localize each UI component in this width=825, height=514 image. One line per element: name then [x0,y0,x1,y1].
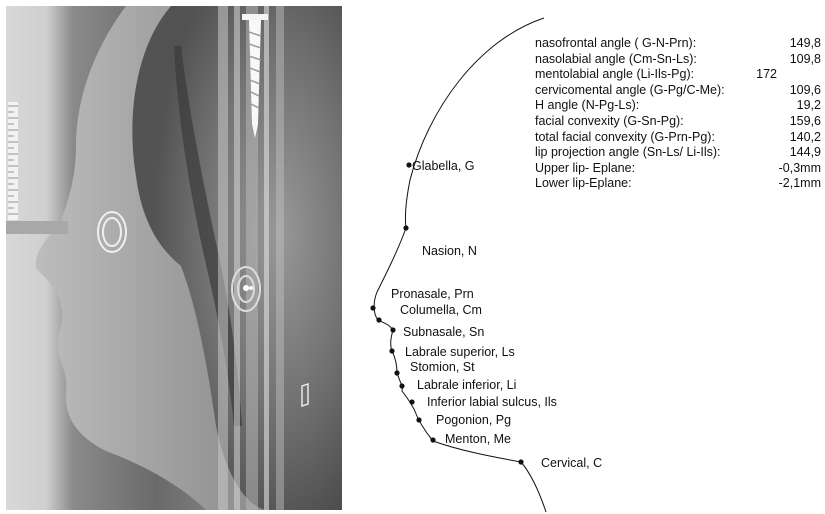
measurement-row: nasofrontal angle ( G-N-Prn): 149,8 [535,36,823,52]
glabella-point [406,162,411,167]
pronasale-point [370,305,375,310]
measurement-row: mentolabial angle (Li-Ils-Pg): 172 [535,67,823,83]
landmark-label-labrale-inferior: Labrale inferior, Li [417,378,516,392]
measurement-name: mentolabial angle (Li-Ils-Pg): [535,67,694,83]
measurement-name: total facial convexity (G-Prn-Pg): [535,130,715,146]
stomion-point [394,370,399,375]
cervical-point [518,459,523,464]
landmark-label-nasion: Nasion, N [422,244,477,258]
measurement-value: -0,3mm [779,161,821,177]
measurement-name: Upper lip- Eplane: [535,161,635,177]
measurement-value: 109,8 [790,52,821,68]
labrale-inferior-point [399,383,404,388]
measurement-name: H angle (N-Pg-Ls): [535,98,639,114]
measurement-value: 19,2 [797,98,821,114]
measurement-name: lip projection angle (Sn-Ls/ Li-Ils): [535,145,721,161]
landmark-label-pogonion: Pogonion, Pg [436,413,511,427]
labrale-superior-point [389,348,394,353]
measurement-row: H angle (N-Pg-Ls): 19,2 [535,98,823,114]
columella-point [376,317,381,322]
nasion-point [403,225,408,230]
measurement-row: lip projection angle (Sn-Ls/ Li-Ils): 14… [535,145,823,161]
measurement-name: cervicomental angle (G-Pg/C-Me): [535,83,725,99]
landmark-label-glabella: Glabella, G [412,159,475,173]
measurement-row: total facial convexity (G-Prn-Pg): 140,2 [535,130,823,146]
landmark-label-subnasale: Subnasale, Sn [403,325,484,339]
measurement-row: facial convexity (G-Sn-Pg): 159,6 [535,114,823,130]
measurement-name: nasolabial angle (Cm-Sn-Ls): [535,52,697,68]
measurement-name: nasofrontal angle ( G-N-Prn): [535,36,696,52]
measurement-name: Lower lip-Eplane: [535,176,632,192]
measurement-value: 172 [756,67,777,83]
landmark-label-menton: Menton, Me [445,432,511,446]
lateral-xray-image [6,6,342,510]
measurement-row: cervicomental angle (G-Pg/C-Me): 109,6 [535,83,823,99]
landmark-label-inferior-labial-sulcus: Inferior labial sulcus, Ils [427,395,557,409]
measurement-row: nasolabial angle (Cm-Sn-Ls): 109,8 [535,52,823,68]
landmark-label-columella: Columella, Cm [400,303,482,317]
landmark-label-pronasale: Pronasale, Prn [391,287,474,301]
ruler-scale [8,102,18,220]
landmark-label-stomion: Stomion, St [410,360,475,374]
measurements-list: nasofrontal angle ( G-N-Prn): 149,8 naso… [535,36,823,192]
measurement-row: Lower lip-Eplane: -2,1mm [535,176,823,192]
landmark-label-labrale-superior: Labrale superior, Ls [405,345,515,359]
pogonion-point [416,417,421,422]
measurement-value: 140,2 [790,130,821,146]
measurement-value: 109,6 [790,83,821,99]
inferior-labial-sulcus-point [409,399,414,404]
measurement-name: facial convexity (G-Sn-Pg): [535,114,684,130]
measurement-row: Upper lip- Eplane: -0,3mm [535,161,823,177]
subnasale-point [390,327,395,332]
landmark-label-cervical: Cervical, C [541,456,602,470]
measurement-value: 144,9 [790,145,821,161]
menton-point [430,437,435,442]
measurement-value: 159,6 [790,114,821,130]
measurement-value: -2,1mm [779,176,821,192]
measurement-value: 149,8 [790,36,821,52]
